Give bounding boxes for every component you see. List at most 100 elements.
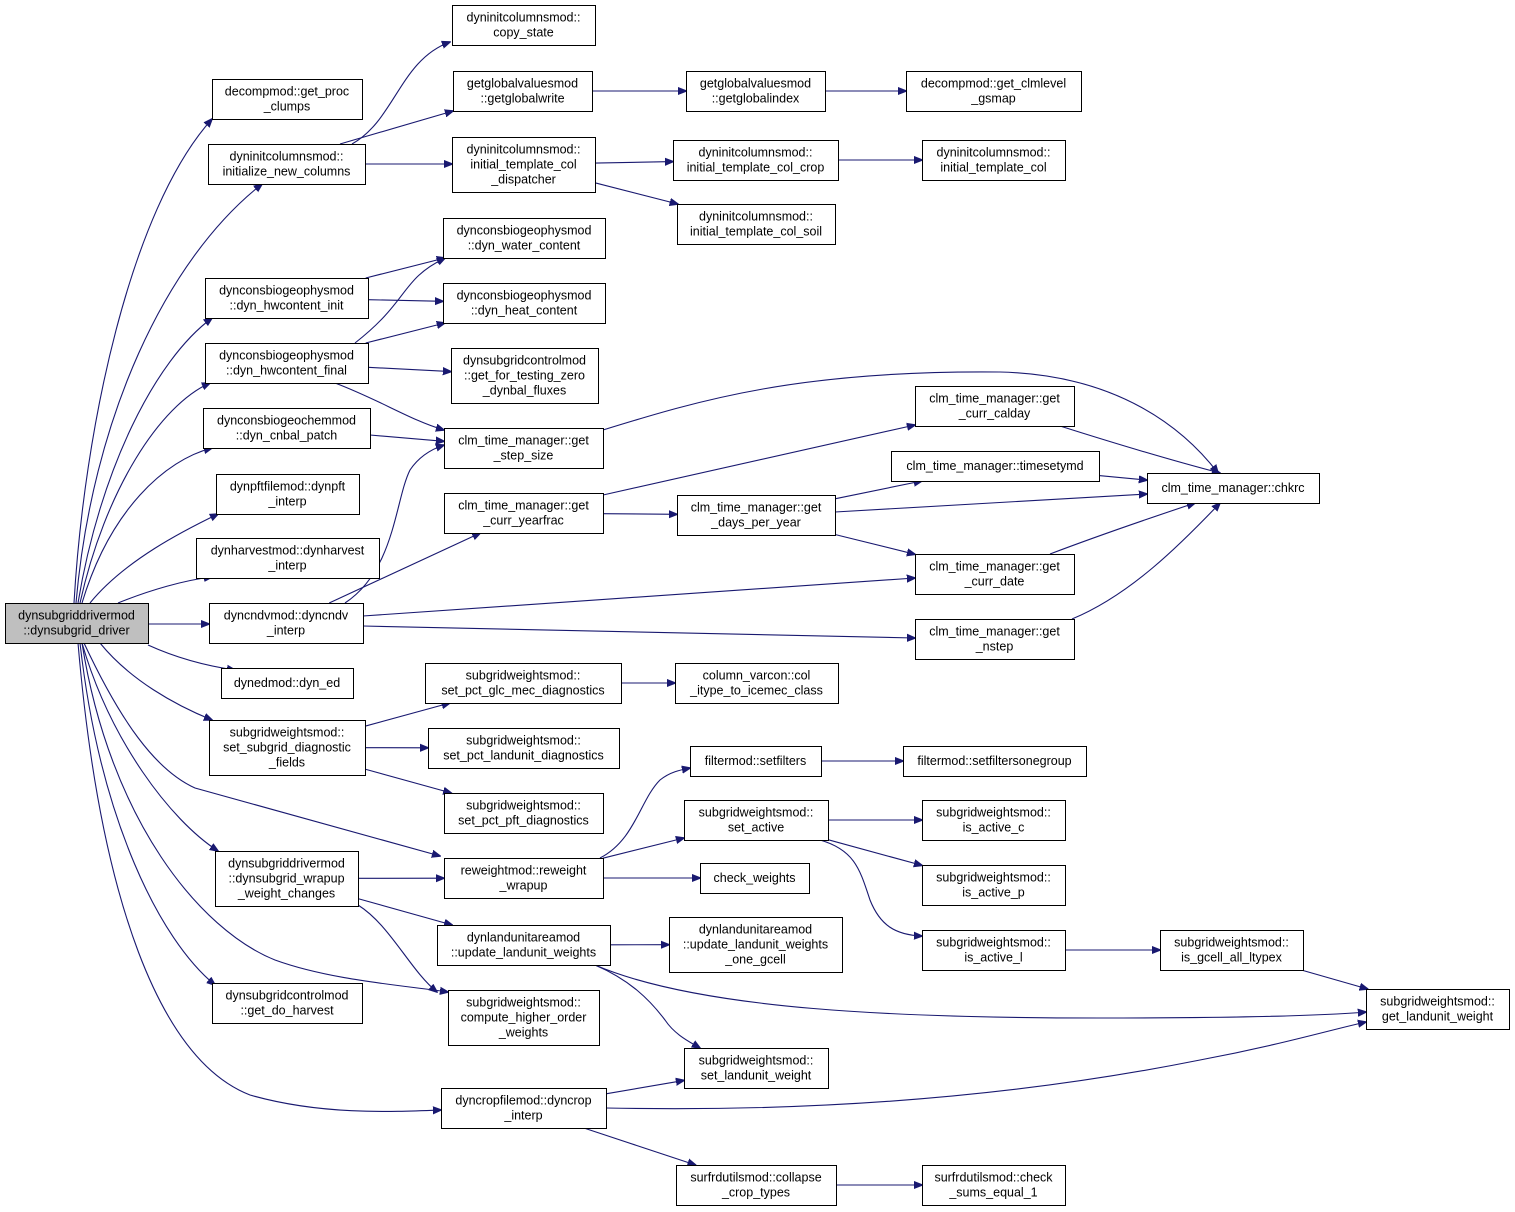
node-dyncrop_interp[interactable]: dyncropfilemod::dyncrop_interp — [441, 1088, 607, 1129]
node-box — [444, 793, 604, 834]
node-copy_state[interactable]: dyninitcolumnsmod::copy_state — [452, 5, 596, 46]
node-box — [684, 800, 829, 841]
edge-dyn_cnbal_patch-to-get_step_size — [369, 434, 444, 441]
node-get_step_size[interactable]: clm_time_manager::get_step_size — [444, 428, 604, 469]
node-get_days_per_year[interactable]: clm_time_manager::get_days_per_year — [677, 495, 836, 536]
node-set_landunit_weight[interactable]: subgridweightsmod::set_landunit_weight — [684, 1048, 829, 1089]
node-is_active_p[interactable]: subgridweightsmod::is_active_p — [922, 865, 1066, 906]
node-get_curr_date[interactable]: clm_time_manager::get_curr_date — [915, 554, 1075, 595]
edge-line — [117, 577, 212, 604]
node-initial_template_col_dispatcher[interactable]: dyninitcolumnsmod::initial_template_col_… — [452, 137, 596, 193]
node-dyncndv_interp[interactable]: dyncndvmod::dyncndv_interp — [209, 603, 364, 644]
edge-root-to-dyn_hwcontent_init — [77, 318, 212, 604]
edge-line — [834, 481, 922, 500]
node-initialize_new_columns[interactable]: dyninitcolumnsmod::initialize_new_column… — [208, 144, 366, 185]
node-label-line: ::dynsubgrid_wrapup — [228, 872, 344, 886]
edge-initialize_new_columns-to-copy_state — [351, 42, 450, 145]
node-check_weights[interactable]: check_weights — [700, 863, 810, 894]
node-set_active[interactable]: subgridweightsmod::set_active — [684, 800, 829, 841]
node-get_do_harvest[interactable]: dynsubgridcontrolmod::get_do_harvest — [212, 983, 363, 1024]
edge-line — [583, 1127, 696, 1165]
edge-dyn_hwcontent_init-to-dyn_water_content — [365, 258, 445, 279]
edge-line — [1049, 503, 1195, 555]
node-is_active_c[interactable]: subgridweightsmod::is_active_c — [922, 800, 1066, 841]
node-dyn_ed[interactable]: dynedmod::dyn_ed — [221, 668, 354, 699]
node-dyn_heat_content[interactable]: dynconsbiogeophysmod::dyn_heat_content — [443, 283, 606, 324]
node-label-line: filtermod::setfiltersonegroup — [917, 754, 1071, 768]
edge-dyncndv_interp-to-get_curr_date — [362, 578, 915, 617]
node-box — [208, 144, 366, 185]
node-box — [443, 283, 606, 324]
node-dynpft_interp[interactable]: dynpftfilemod::dynpft_interp — [216, 474, 360, 515]
node-root[interactable]: dynsubgriddrivermod::dynsubgrid_driver — [5, 603, 149, 644]
edge-line — [351, 42, 450, 145]
node-reweight_wrapup[interactable]: reweightmod::reweight_wrapup — [444, 858, 604, 899]
node-chkrc[interactable]: clm_time_manager::chkrc — [1147, 473, 1320, 504]
node-col_itype_to_icemec_class[interactable]: column_varcon::col_itype_to_icemec_class — [675, 663, 839, 704]
node-timesetymd[interactable]: clm_time_manager::timesetymd — [891, 451, 1100, 482]
node-set_pct_pft_diagnostics[interactable]: subgridweightsmod::set_pct_pft_diagnosti… — [444, 793, 604, 834]
node-compute_higher_order_weights[interactable]: subgridweightsmod::compute_higher_order_… — [448, 990, 600, 1046]
edge-root-to-initialize_new_columns — [75, 184, 262, 604]
node-box — [684, 1048, 829, 1089]
node-update_landunit_weights[interactable]: dynlandunitareamod::update_landunit_weig… — [437, 925, 611, 966]
node-getglobalwrite[interactable]: getglobalvaluesmod::getglobalwrite — [453, 71, 593, 112]
node-box — [209, 603, 364, 644]
node-label-line: dynlandunitareamod — [467, 931, 580, 945]
node-collapse_crop_types[interactable]: surfrdutilsmod::collapse_crop_types — [676, 1165, 837, 1206]
node-label-line: ::dyn_heat_content — [471, 304, 578, 318]
edge-line — [328, 533, 480, 604]
node-box — [441, 1088, 607, 1129]
node-label-line: _curr_yearfrac — [482, 514, 564, 528]
edge-get_curr_yearfrac-to-get_days_per_year — [602, 514, 677, 515]
node-is_gcell_all_ltypex[interactable]: subgridweightsmod::is_gcell_all_ltypex — [1160, 930, 1304, 971]
node-is_active_l[interactable]: subgridweightsmod::is_active_l — [922, 930, 1066, 971]
edge-line — [344, 445, 444, 604]
node-get_clmlevel_gsmap[interactable]: decompmod::get_clmlevel_gsmap — [906, 71, 1082, 112]
edge-get_curr_calday-to-chkrc — [1059, 425, 1220, 473]
node-dyn_hwcontent_init[interactable]: dynconsbiogeophysmod::dyn_hwcontent_init — [205, 278, 369, 319]
node-get_proc_clumps[interactable]: decompmod::get_proc_clumps — [212, 79, 363, 120]
edge-line — [605, 1022, 1366, 1110]
node-initial_template_col_soil[interactable]: dyninitcolumnsmod::initial_template_col_… — [677, 204, 836, 245]
node-label-line: is_gcell_all_ltypex — [1181, 951, 1283, 965]
node-label-line: subgridweightsmod:: — [699, 1054, 814, 1068]
node-initial_template_col_crop[interactable]: dyninitcolumnsmod::initial_template_col_… — [673, 140, 839, 181]
node-label-line: dyncndvmod::dyncndv — [224, 609, 349, 623]
node-set_subgrid_diagnostic_fields[interactable]: subgridweightsmod::set_subgrid_diagnosti… — [209, 720, 366, 776]
node-set_pct_glc_mec_diagnostics[interactable]: subgridweightsmod::set_pct_glc_mec_diagn… — [425, 663, 622, 704]
node-setfilters[interactable]: filtermod::setfilters — [690, 746, 822, 777]
node-getglobalindex[interactable]: getglobalvaluesmod::getglobalindex — [686, 71, 826, 112]
edge-dyn_hwcontent_init-to-dyn_heat_content — [367, 300, 443, 302]
node-get_curr_calday[interactable]: clm_time_manager::get_curr_calday — [915, 386, 1075, 427]
node-box — [686, 71, 826, 112]
edge-line — [819, 839, 922, 936]
node-label-line: ::get_do_harvest — [240, 1004, 334, 1018]
node-get_for_testing_zero_dynbal_fluxes[interactable]: dynsubgridcontrolmod::get_for_testing_ze… — [451, 348, 599, 404]
node-dyn_hwcontent_final[interactable]: dynconsbiogeophysmod::dyn_hwcontent_fina… — [205, 343, 369, 384]
node-label-line: initial_template_col_soil — [690, 225, 822, 239]
node-check_sums_equal_1[interactable]: surfrdutilsmod::check_sums_equal_1 — [922, 1165, 1066, 1206]
edge-dyn_hwcontent_final-to-dyn_water_content — [354, 258, 445, 344]
node-label-line: dyncropfilemod::dyncrop — [455, 1094, 591, 1108]
node-box — [922, 800, 1066, 841]
edge-line — [83, 642, 440, 856]
node-initial_template_col[interactable]: dyninitcolumnsmod::initial_template_col — [922, 140, 1066, 181]
node-label-line: subgridweightsmod:: — [466, 734, 581, 748]
node-box — [700, 863, 810, 894]
node-setfiltersonegroup[interactable]: filtermod::setfiltersonegroup — [903, 746, 1087, 777]
node-dyn_water_content[interactable]: dynconsbiogeophysmod::dyn_water_content — [443, 218, 606, 259]
node-label-line: ::get_for_testing_zero — [464, 369, 585, 383]
edge-root-to-get_proc_clumps — [73, 119, 212, 604]
node-get_landunit_weight[interactable]: subgridweightsmod::get_landunit_weight — [1366, 989, 1510, 1030]
node-set_pct_landunit_diagnostics[interactable]: subgridweightsmod::set_pct_landunit_diag… — [428, 728, 620, 769]
node-get_curr_yearfrac[interactable]: clm_time_manager::get_curr_yearfrac — [444, 493, 604, 534]
node-label-line: decompmod::get_clmlevel — [921, 77, 1066, 91]
edge-line — [602, 514, 677, 515]
edge-update_landunit_weights-to-set_landunit_weight — [594, 964, 700, 1048]
node-dynsubgrid_wrapup_weight_changes[interactable]: dynsubgriddrivermod::dynsubgrid_wrapup_w… — [215, 851, 359, 907]
node-dyn_cnbal_patch[interactable]: dynconsbiogeochemmod::dyn_cnbal_patch — [203, 408, 371, 449]
node-update_landunit_weights_one_gcell[interactable]: dynlandunitareamod::update_landunit_weig… — [669, 917, 843, 973]
node-get_nstep[interactable]: clm_time_manager::get_nstep — [915, 619, 1075, 660]
node-dynharvest_interp[interactable]: dynharvestmod::dynharvest_interp — [196, 538, 380, 579]
